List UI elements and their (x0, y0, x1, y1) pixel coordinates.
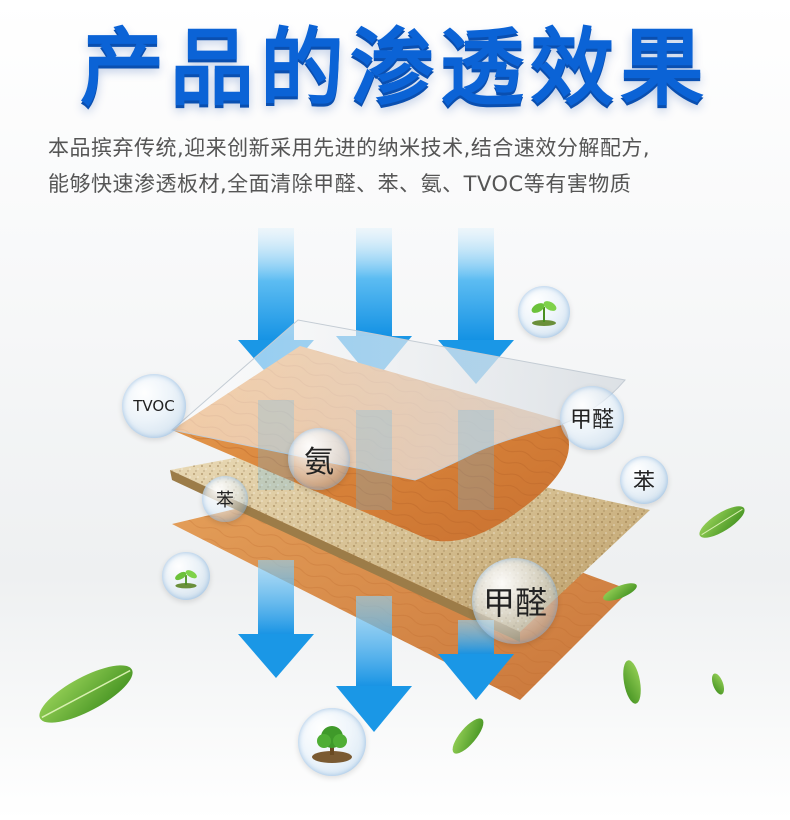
sprout-bubble-icon (518, 286, 570, 338)
sprout-bubble-icon (162, 552, 210, 600)
tvoc-bubble: TVOC (122, 374, 186, 438)
ammonia-bubble: 氨 (288, 428, 350, 490)
benzene-label: 苯 (216, 490, 234, 511)
arrow-bottom-left (238, 560, 314, 678)
leaf-icon (699, 506, 745, 538)
ammonia-label: 氨 (304, 445, 334, 480)
description-line-2: 能够快速渗透板材,全面清除甲醛、苯、氨、TVOC等有害物质 (48, 172, 632, 196)
product-description: 本品摈弃传统,迎来创新采用先进的纳米技术,结合速效分解配方, 能够快速渗透板材,… (48, 130, 758, 202)
leaf-icon (603, 583, 637, 601)
arrow-bottom-right (438, 620, 514, 700)
benzene-label: 苯 (632, 470, 655, 495)
leaf-icon (711, 673, 725, 695)
leaf-icon (452, 718, 484, 754)
formaldehyde-bubble-bottom: 甲醛 (472, 558, 558, 644)
formaldehyde-label: 甲醛 (569, 408, 614, 433)
page-title: 产品的渗透效果 (79, 19, 710, 117)
benzene-bubble-left: 苯 (202, 476, 248, 522)
sprout-icon (175, 570, 197, 589)
formaldehyde-label: 甲醛 (482, 584, 547, 622)
leaf-icon (39, 665, 133, 723)
benzene-bubble-right: 苯 (620, 456, 668, 504)
tvoc-label: TVOC (133, 397, 175, 415)
tree-icon (312, 726, 352, 763)
tree-bubble-icon (298, 708, 366, 776)
arrow-bottom-middle (336, 596, 412, 732)
sprout-icon (531, 301, 557, 326)
formaldehyde-bubble-right: 甲醛 (560, 386, 624, 450)
leaf-icon (623, 660, 641, 704)
description-line-1: 本品摈弃传统,迎来创新采用先进的纳米技术,结合速效分解配方, (48, 136, 651, 160)
